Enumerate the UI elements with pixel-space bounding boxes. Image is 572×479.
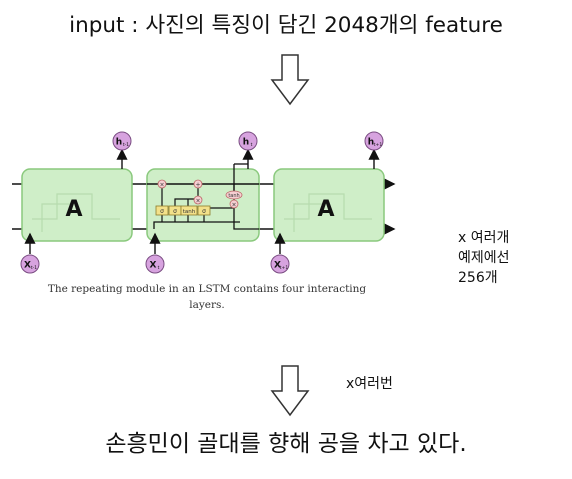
svg-text:t-1: t-1: [123, 142, 129, 148]
lstm-cell-2: σ σ tanh σ × + × ×: [146, 164, 260, 242]
gate-sigma-1: σ: [155, 205, 169, 216]
svg-text:h: h: [368, 138, 374, 148]
svg-text:X: X: [24, 261, 31, 271]
note-line-1: x 여러개: [458, 230, 510, 246]
output-sentence: 손흥민이 골대를 향해 공을 차고 있다.: [105, 431, 467, 457]
svg-text:σ: σ: [202, 208, 206, 215]
input-node: X t: [145, 254, 165, 274]
input-node: X t+1: [270, 254, 290, 274]
gate-tanh: tanh: [180, 205, 198, 216]
svg-text:t: t: [251, 142, 253, 148]
op-multiply-input: ×: [193, 195, 203, 205]
svg-text:×: ×: [159, 182, 164, 189]
repeat-note: x여러번: [346, 376, 393, 392]
caption-line-2: layers.: [189, 299, 225, 311]
op-tanh: tanh: [225, 190, 243, 200]
svg-text:×: ×: [231, 202, 236, 209]
lstm-cell-3: A: [273, 168, 385, 242]
input-description: input : 사진의 특징이 담긴 2048개의 feature: [69, 13, 503, 38]
svg-text:t+1: t+1: [280, 265, 289, 271]
svg-text:tanh: tanh: [183, 209, 196, 215]
op-add: +: [193, 179, 203, 189]
op-multiply-forget: ×: [157, 179, 167, 189]
note-line-3: 256개: [458, 270, 498, 286]
hidden-state-node: h t: [238, 131, 258, 151]
caption-line-1: The repeating module in an LSTM contains…: [47, 283, 367, 295]
svg-text:t+1: t+1: [374, 142, 383, 148]
lstm-diagram: A σ σ tanh σ: [12, 131, 396, 274]
gate-sigma-3: σ: [197, 205, 211, 216]
hidden-state-node: h t-1: [112, 131, 132, 151]
svg-text:×: ×: [195, 198, 200, 205]
svg-text:X: X: [274, 261, 281, 271]
svg-text:h: h: [116, 138, 122, 148]
hidden-state-node: h t+1: [364, 131, 384, 151]
input-count-note: x 여러개 예제에선 256개: [458, 228, 510, 288]
note-line-2: 예제에선: [458, 250, 510, 266]
gate-sigma-2: σ: [168, 205, 182, 216]
svg-text:h: h: [243, 138, 249, 148]
op-multiply-output: ×: [229, 199, 239, 209]
cell-label: A: [317, 197, 334, 222]
diagram-caption: The repeating module in an LSTM contains…: [28, 281, 386, 313]
svg-text:σ: σ: [160, 208, 164, 215]
lstm-cell-1: A: [21, 168, 133, 242]
down-arrow-icon: [270, 365, 310, 417]
svg-text:t: t: [158, 265, 160, 271]
svg-text:σ: σ: [173, 208, 177, 215]
cell-label: A: [65, 197, 82, 222]
input-node: X t-1: [20, 254, 40, 274]
svg-text:t-1: t-1: [31, 265, 37, 271]
down-arrow-icon: [270, 54, 310, 106]
svg-text:tanh: tanh: [228, 193, 239, 199]
svg-text:+: +: [195, 182, 200, 189]
svg-text:X: X: [150, 261, 157, 271]
